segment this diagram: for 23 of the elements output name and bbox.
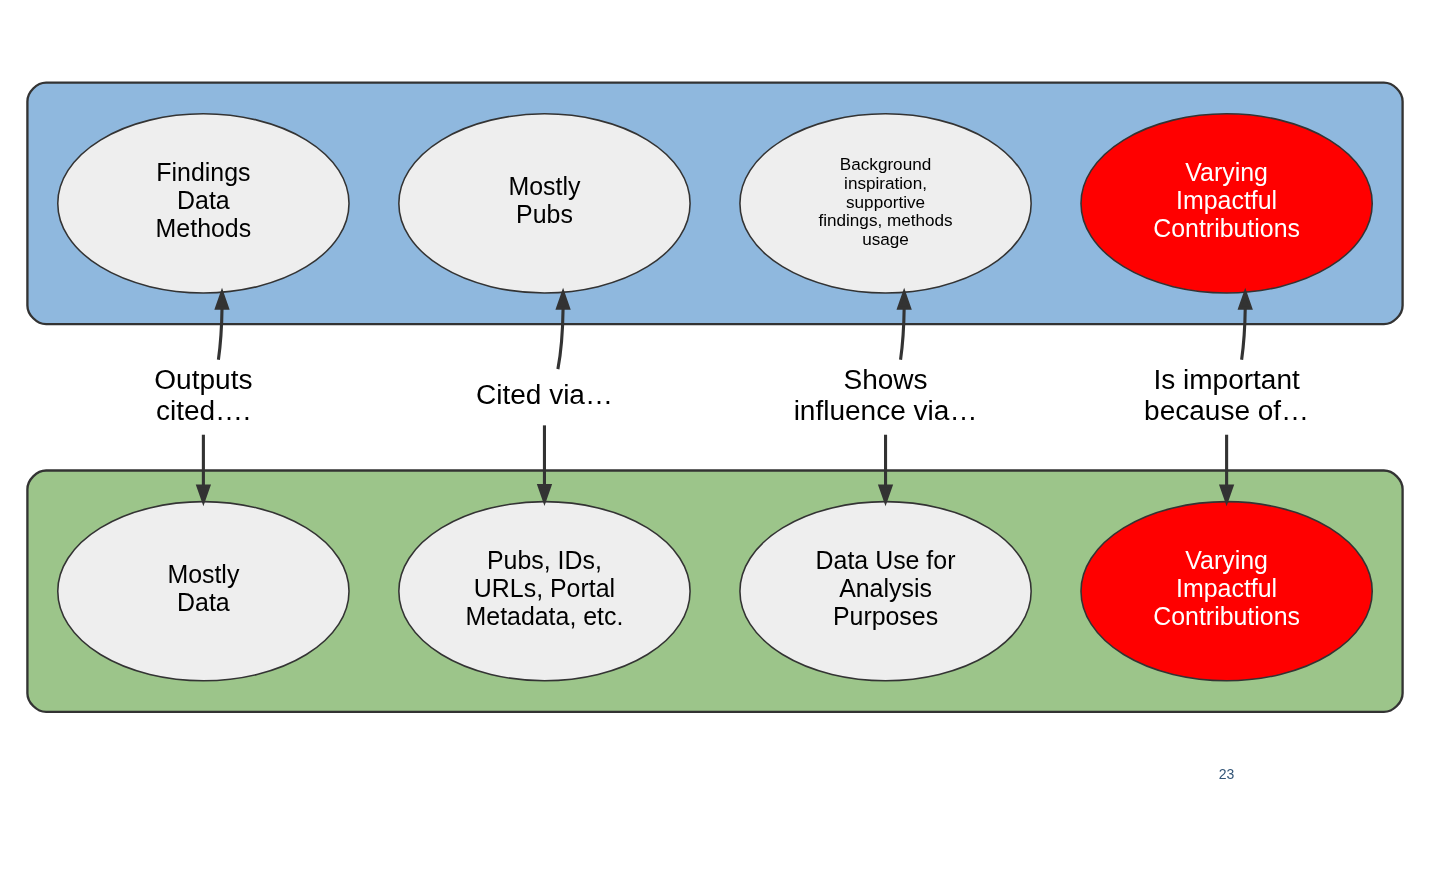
arrow xyxy=(195,434,212,506)
node-ellipse: Mostly Data xyxy=(57,500,350,681)
cluster xyxy=(26,81,1404,325)
label: 23 xyxy=(1218,765,1235,782)
node-ellipse: Pubs, IDs, URLs, Portal Metadata, etc. xyxy=(398,500,691,681)
node-ellipse: Varying Impactful Contributions xyxy=(1080,112,1373,294)
node-ellipse: Mostly Pubs xyxy=(398,112,691,294)
arrow xyxy=(555,287,571,369)
node-ellipse: Varying Impactful Contributions xyxy=(1080,500,1373,681)
arrow xyxy=(536,424,553,506)
node-ellipse: Findings Data Methods xyxy=(57,112,350,294)
arrow xyxy=(877,434,894,506)
arrow xyxy=(896,287,912,360)
node-ellipse: Background inspiration, supportive findings, methods usage xyxy=(739,112,1032,294)
node-text: Cited via… xyxy=(475,378,613,410)
arrow xyxy=(1218,434,1235,506)
arrow xyxy=(214,287,230,360)
cluster xyxy=(26,468,1404,713)
node-text: Shows influence via… xyxy=(793,363,978,426)
node-text: Outputs cited…. xyxy=(154,363,253,426)
node-text: Is important because of… xyxy=(1144,363,1310,426)
arrow xyxy=(1237,287,1253,360)
node-ellipse: Data Use for Analysis Purposes xyxy=(739,500,1032,681)
